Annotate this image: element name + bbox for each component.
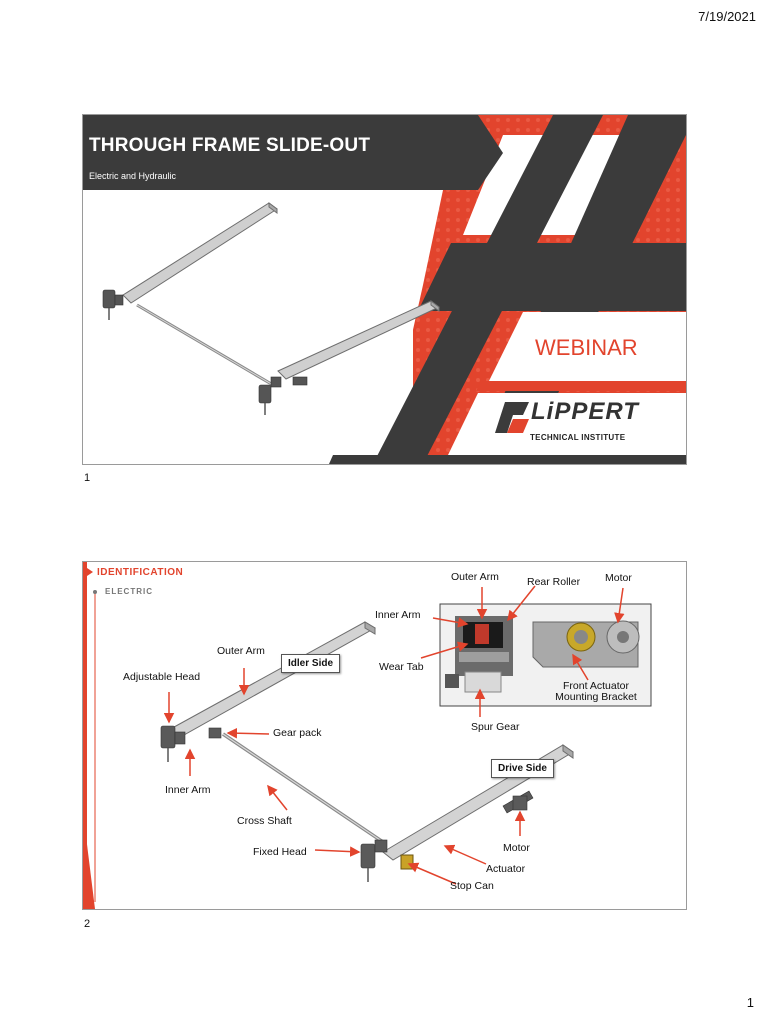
label-outer-arm: Outer Arm — [217, 645, 265, 657]
technical-institute-label: TECHNICAL INSTITUTE — [530, 433, 626, 442]
label-inner-arm: Inner Arm — [165, 784, 211, 796]
section-title: IDENTIFICATION — [97, 567, 184, 578]
label-spur-gear: Spur Gear — [471, 721, 520, 733]
slide-2: IDENTIFICATION ELECTRIC Idler Side Drive… — [82, 561, 687, 910]
label-inner-arm-top: Inner Arm — [375, 609, 421, 621]
label-actuator: Actuator — [486, 863, 526, 875]
page-number: 1 — [746, 995, 754, 1010]
slide-1-background — [83, 115, 686, 464]
slide-1-number: 1 — [84, 472, 91, 484]
label-mounting-bracket: Mounting Bracket — [555, 691, 637, 703]
label-wear-tab: Wear Tab — [379, 661, 424, 673]
label-fixed-head: Fixed Head — [253, 846, 307, 858]
label-rear-roller: Rear Roller — [527, 576, 581, 588]
label-outer-arm-top: Outer Arm — [451, 571, 499, 583]
label-stop-can: Stop Can — [450, 880, 494, 892]
idler-side-label: Idler Side — [281, 654, 341, 673]
label-cross-shaft: Cross Shaft — [237, 815, 292, 827]
lippert-logo-text: LiPPERT — [531, 398, 639, 425]
label-gear-pack: Gear pack — [273, 727, 322, 739]
slide-2-number: 2 — [84, 918, 91, 930]
slide-1-title: THROUGH FRAME SLIDE-OUT — [89, 135, 371, 156]
drive-side-label: Drive Side — [491, 759, 554, 778]
label-front-actuator: Front Actuator — [563, 680, 629, 692]
subsection-title: ELECTRIC — [105, 587, 153, 596]
label-motor: Motor — [503, 842, 530, 854]
slide-1: THROUGH FRAME SLIDE-OUT Electric and Hyd… — [82, 114, 687, 465]
label-adjustable-head: Adjustable Head — [123, 671, 201, 683]
slide-1-subtitle: Electric and Hydraulic — [89, 171, 177, 181]
webinar-label: WEBINAR — [535, 335, 638, 360]
page-date: 7/19/2021 — [698, 9, 756, 24]
label-motor-top: Motor — [605, 572, 632, 584]
